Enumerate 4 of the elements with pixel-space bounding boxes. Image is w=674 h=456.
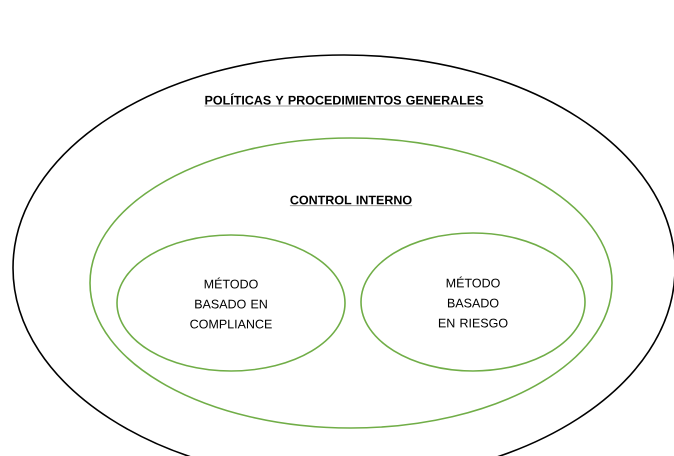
ellipse-label: MÉTODO BASADO EN RIESGO xyxy=(438,276,508,328)
heading: POLÍTICAS Y PROCEDIMIENTOS GENERALES xyxy=(204,93,484,106)
ellipse-label: MÉTODO BASADO EN COMPLIANCE xyxy=(190,278,272,328)
heading: CONTROL INTERNO xyxy=(290,196,412,206)
